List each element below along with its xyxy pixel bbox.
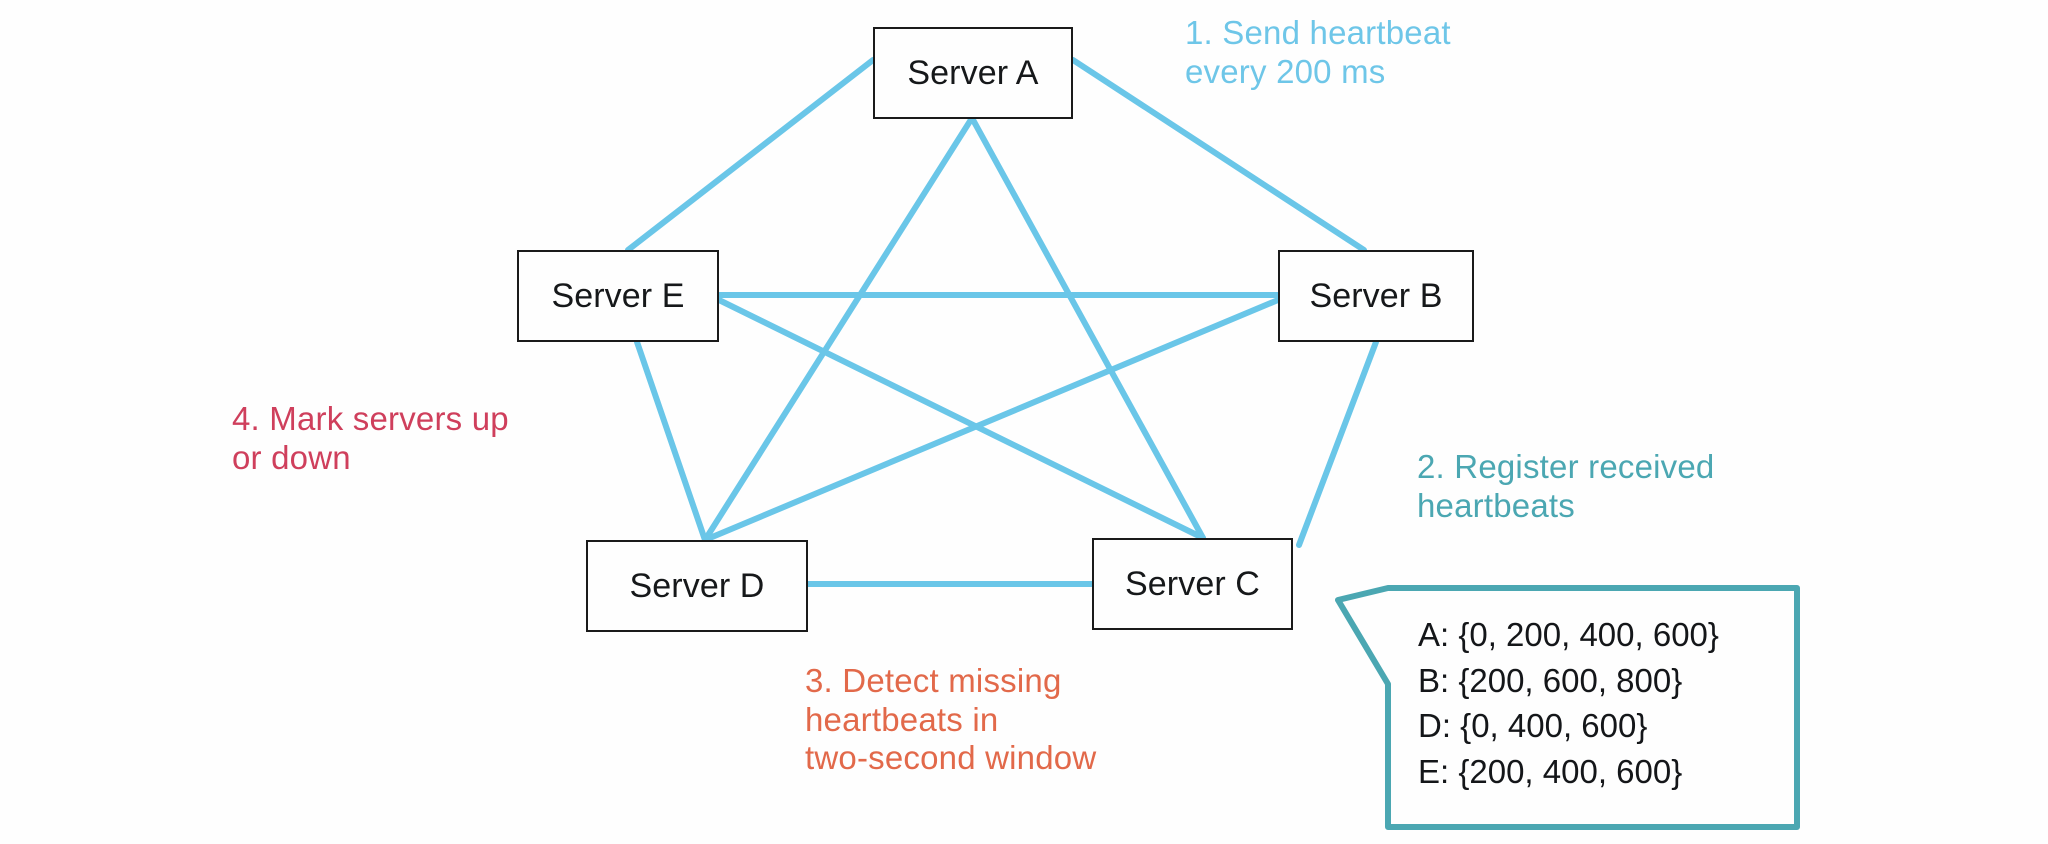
edge-a-c bbox=[969, 115, 1206, 541]
node-label-b: Server B bbox=[1309, 276, 1443, 315]
node-server-b[interactable]: Server B bbox=[1278, 250, 1474, 342]
step-label-3: 3. Detect missing heartbeats in two-seco… bbox=[805, 662, 1097, 777]
node-server-c[interactable]: Server C bbox=[1092, 538, 1293, 630]
step-label-1: 1. Send heartbeat every 200 ms bbox=[1185, 14, 1451, 90]
edge-e-c bbox=[716, 297, 1206, 541]
node-server-e[interactable]: Server E bbox=[517, 250, 719, 342]
step-label-2: 2. Register received heartbeats bbox=[1417, 448, 1715, 524]
edge-a-e bbox=[625, 57, 876, 253]
node-server-a[interactable]: Server A bbox=[873, 27, 1073, 119]
edge-a-b bbox=[1070, 57, 1367, 253]
callout-heartbeat-log: A: {0, 200, 400, 600} B: {200, 600, 800}… bbox=[1418, 616, 1719, 790]
edge-b-d bbox=[702, 297, 1281, 543]
node-server-d[interactable]: Server D bbox=[586, 540, 808, 632]
edge-e-d bbox=[634, 339, 708, 543]
edge-b-c bbox=[1296, 339, 1379, 548]
callout-frame bbox=[1335, 585, 1800, 830]
edge-a-d bbox=[702, 115, 975, 543]
node-label-a: Server A bbox=[907, 53, 1039, 92]
step-label-4: 4. Mark servers up or down bbox=[232, 400, 509, 476]
node-label-c: Server C bbox=[1125, 564, 1260, 603]
node-label-e: Server E bbox=[551, 276, 685, 315]
node-label-d: Server D bbox=[629, 566, 765, 605]
